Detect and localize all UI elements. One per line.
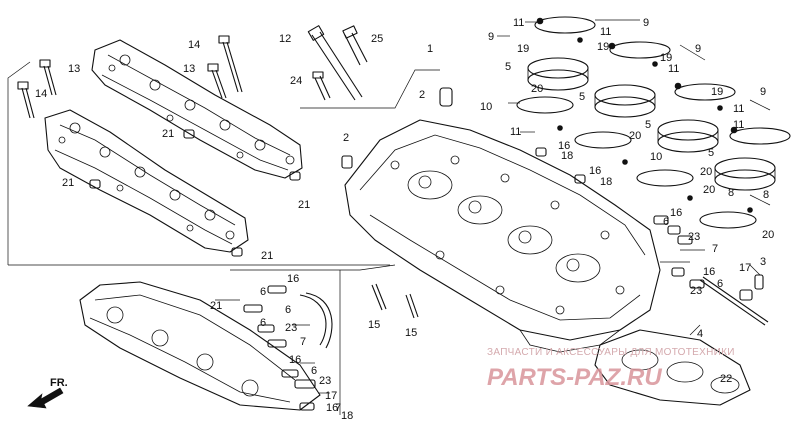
label-8-a: 8	[728, 187, 734, 199]
label-11-f: 11	[733, 119, 744, 131]
watermark: ЗАПЧАСТИ И АКСЕССУАРЫ ДЛЯ МОТОТЕХНИКИ PA…	[487, 347, 735, 391]
label-15-a: 15	[368, 319, 380, 331]
label-7-a: 7	[712, 243, 718, 255]
label-2-left: 2	[343, 132, 349, 144]
label-14-b: 14	[35, 88, 47, 100]
camshaft-holder-right	[91, 39, 303, 179]
label-6-a: 6	[663, 216, 669, 228]
label-1: 1	[427, 43, 433, 55]
bolts-14-13	[17, 35, 243, 119]
label-6-f: 6	[285, 304, 291, 316]
dowels-2	[341, 87, 453, 169]
label-11-e: 11	[510, 126, 521, 138]
head-gasket	[594, 329, 751, 406]
label-10-b: 10	[650, 151, 662, 163]
label-16-e: 16	[287, 273, 299, 285]
leader-lines	[215, 19, 771, 394]
long-stud-3	[699, 276, 769, 326]
label-23-a: 23	[688, 231, 700, 243]
label-22: 22	[720, 373, 732, 385]
cylinder-head	[344, 119, 661, 353]
label-19-b: 19	[597, 41, 609, 53]
label-12: 12	[279, 33, 291, 45]
label-9-a: 9	[488, 31, 494, 43]
label-16-g: 16	[326, 402, 338, 414]
label-13-b: 13	[183, 63, 195, 75]
label-18-c: 18	[341, 410, 353, 422]
label-25: 25	[371, 33, 383, 45]
label-17-a: 17	[739, 262, 751, 274]
label-20-e: 20	[762, 229, 774, 241]
label-6-c: 6	[260, 286, 266, 298]
part-labels: 1 2 2 3 4 5 5 5 5 6 6 6 6 6 6 7 7 7 8 8 …	[35, 17, 774, 422]
label-8-b: 8	[763, 189, 769, 201]
spark-plug-tube	[307, 25, 368, 101]
label-21-b: 21	[62, 177, 74, 189]
label-18-a: 18	[561, 150, 573, 162]
label-19-d: 19	[711, 86, 723, 98]
label-6-e: 6	[311, 365, 317, 377]
label-23-c: 23	[319, 375, 331, 387]
watermark-logo: PARTS-PAZ.RU	[487, 364, 662, 391]
label-5-c: 5	[645, 119, 651, 131]
camshaft-holder-left	[44, 109, 249, 253]
label-11-a: 11	[513, 17, 524, 29]
label-21-d: 21	[298, 199, 310, 211]
label-24: 24	[290, 75, 302, 87]
label-21-c: 21	[261, 250, 273, 262]
label-20-b: 20	[629, 130, 641, 142]
label-23-b: 23	[285, 322, 297, 334]
label-20-c: 20	[700, 166, 712, 178]
label-19-a: 19	[517, 43, 529, 55]
dowel-pins-21	[89, 129, 301, 257]
label-21-e: 21	[210, 300, 222, 312]
label-9-b: 9	[643, 17, 649, 29]
label-3: 3	[760, 256, 766, 268]
label-13-a: 13	[68, 63, 80, 75]
boundary-lines	[7, 61, 440, 415]
label-16-f: 16	[289, 354, 301, 366]
oil-hose-fittings	[243, 285, 333, 411]
label-16-d: 16	[703, 266, 715, 278]
label-5-b: 5	[579, 91, 585, 103]
label-18-b: 18	[600, 176, 612, 188]
label-11-c: 11	[668, 63, 679, 75]
front-arrow: FR.	[27, 377, 68, 409]
insulators-and-clamps	[516, 16, 791, 229]
label-11-b: 11	[600, 26, 611, 38]
label-11-d: 11	[733, 103, 744, 115]
label-20-d: 20	[703, 184, 715, 196]
label-16-b: 16	[589, 165, 601, 177]
label-14-a: 14	[188, 39, 200, 51]
label-17-b: 17	[325, 390, 337, 402]
label-5-a: 5	[505, 61, 511, 73]
label-4: 4	[697, 328, 703, 340]
label-7-c: 7	[335, 402, 341, 414]
label-9-d: 9	[760, 86, 766, 98]
label-16-a: 16	[558, 140, 570, 152]
label-16-c: 16	[670, 207, 682, 219]
label-6-b: 6	[717, 278, 723, 290]
label-7-b: 7	[300, 336, 306, 348]
label-5-d: 5	[708, 147, 714, 159]
studs-15	[371, 283, 419, 319]
label-20-a: 20	[531, 83, 543, 95]
label-9-c: 9	[695, 43, 701, 55]
label-21-a: 21	[162, 128, 174, 140]
small-fittings-right	[535, 147, 764, 301]
front-arrow-icon	[27, 387, 64, 409]
label-15-b: 15	[405, 327, 417, 339]
label-19-c: 19	[660, 52, 672, 64]
label-2-top: 2	[419, 89, 425, 101]
label-6-d: 6	[260, 317, 266, 329]
watermark-line: ЗАПЧАСТИ И АКСЕССУАРЫ ДЛЯ МОТОТЕХНИКИ	[487, 347, 735, 358]
front-indicator-label: FR.	[50, 377, 68, 389]
label-23-d: 23	[690, 285, 702, 297]
label-10-a: 10	[480, 101, 492, 113]
lower-manifold-assembly	[79, 281, 321, 411]
